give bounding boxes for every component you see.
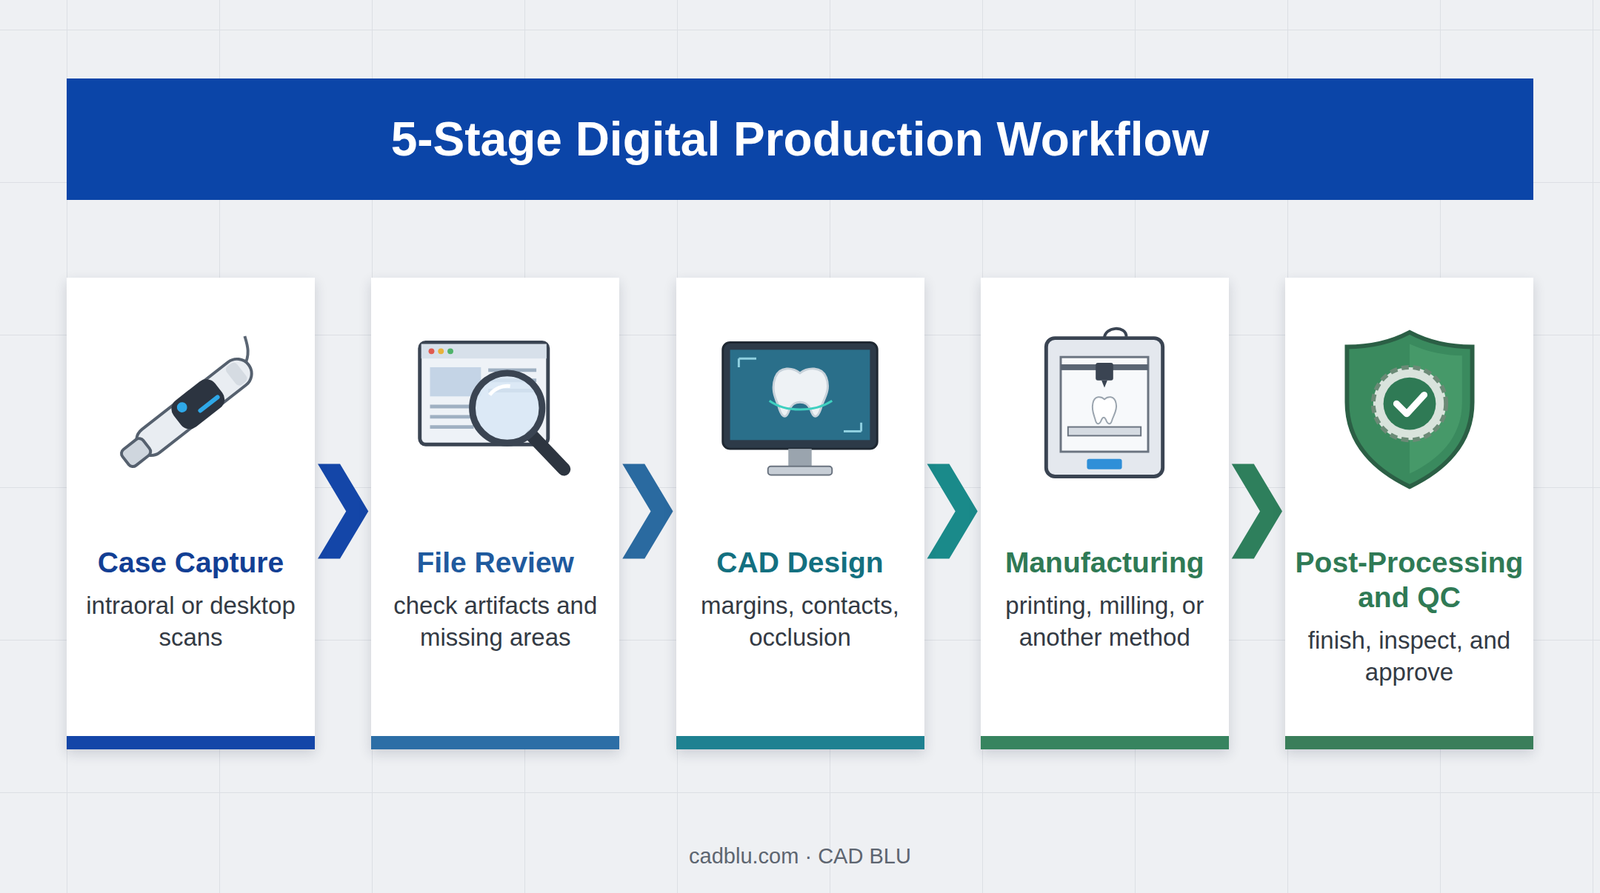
- stage-description: check artifacts and missing areas: [384, 589, 607, 655]
- card-text: Manufacturing printing, milling, or anoth…: [986, 545, 1223, 655]
- title-text: 5-Stage Digital Production Workflow: [391, 111, 1210, 167]
- stage-card: Post-Processing and QC finish, inspect, a…: [1285, 277, 1534, 750]
- stage-heading: File Review: [377, 545, 614, 581]
- stage-description: finish, inspect, and approve: [1298, 624, 1521, 689]
- stage-card: Case Capture intraoral or desktop scans: [66, 277, 315, 750]
- chevron-shape: [927, 464, 978, 560]
- card-text: CAD Design margins, contacts, occlusion: [682, 545, 919, 655]
- color-bar: [371, 736, 620, 750]
- color-bar: [980, 736, 1229, 750]
- stage-icon: [1017, 322, 1192, 498]
- stage-card: CAD Design margins, contacts, occlusion: [676, 277, 925, 750]
- stage-description: printing, milling, or another method: [993, 589, 1216, 655]
- stage-heading: Manufacturing: [986, 545, 1223, 581]
- caption-text: cadblu.com · CAD BLU: [0, 844, 1600, 869]
- card-text: Case Capture intraoral or desktop scans: [72, 545, 309, 655]
- chevron-arrow: [927, 464, 978, 560]
- stage-icon: [408, 322, 583, 498]
- chevron-arrow: [1231, 464, 1283, 560]
- card-text: File Review check artifacts and missing a…: [377, 545, 614, 655]
- stage-description: margins, contacts, occlusion: [688, 589, 912, 655]
- stage-icon: [103, 322, 279, 498]
- color-bar: [676, 736, 925, 750]
- stage-card: File Review check artifacts and missing a…: [371, 277, 620, 750]
- stage-icon: [712, 322, 888, 498]
- chevron-arrow: [622, 464, 673, 560]
- stage-heading: Post-Processing and QC: [1291, 545, 1528, 616]
- chevron-arrow: [317, 464, 369, 560]
- color-bar: [1285, 736, 1534, 750]
- stage-icon: [1322, 322, 1498, 498]
- chevron-shape: [622, 464, 673, 560]
- title-band: 5-Stage Digital Production Workflow: [66, 78, 1534, 200]
- stage-description: intraoral or desktop scans: [80, 589, 303, 655]
- card-text: Post-Processing and QC finish, inspect, a…: [1291, 545, 1528, 689]
- chevron-shape: [1231, 464, 1283, 560]
- stage-heading: Case Capture: [72, 545, 309, 581]
- color-bar: [66, 736, 315, 750]
- stage-card: Manufacturing printing, milling, or anoth…: [980, 277, 1229, 750]
- chevron-shape: [317, 464, 369, 560]
- stage-heading: CAD Design: [682, 545, 919, 581]
